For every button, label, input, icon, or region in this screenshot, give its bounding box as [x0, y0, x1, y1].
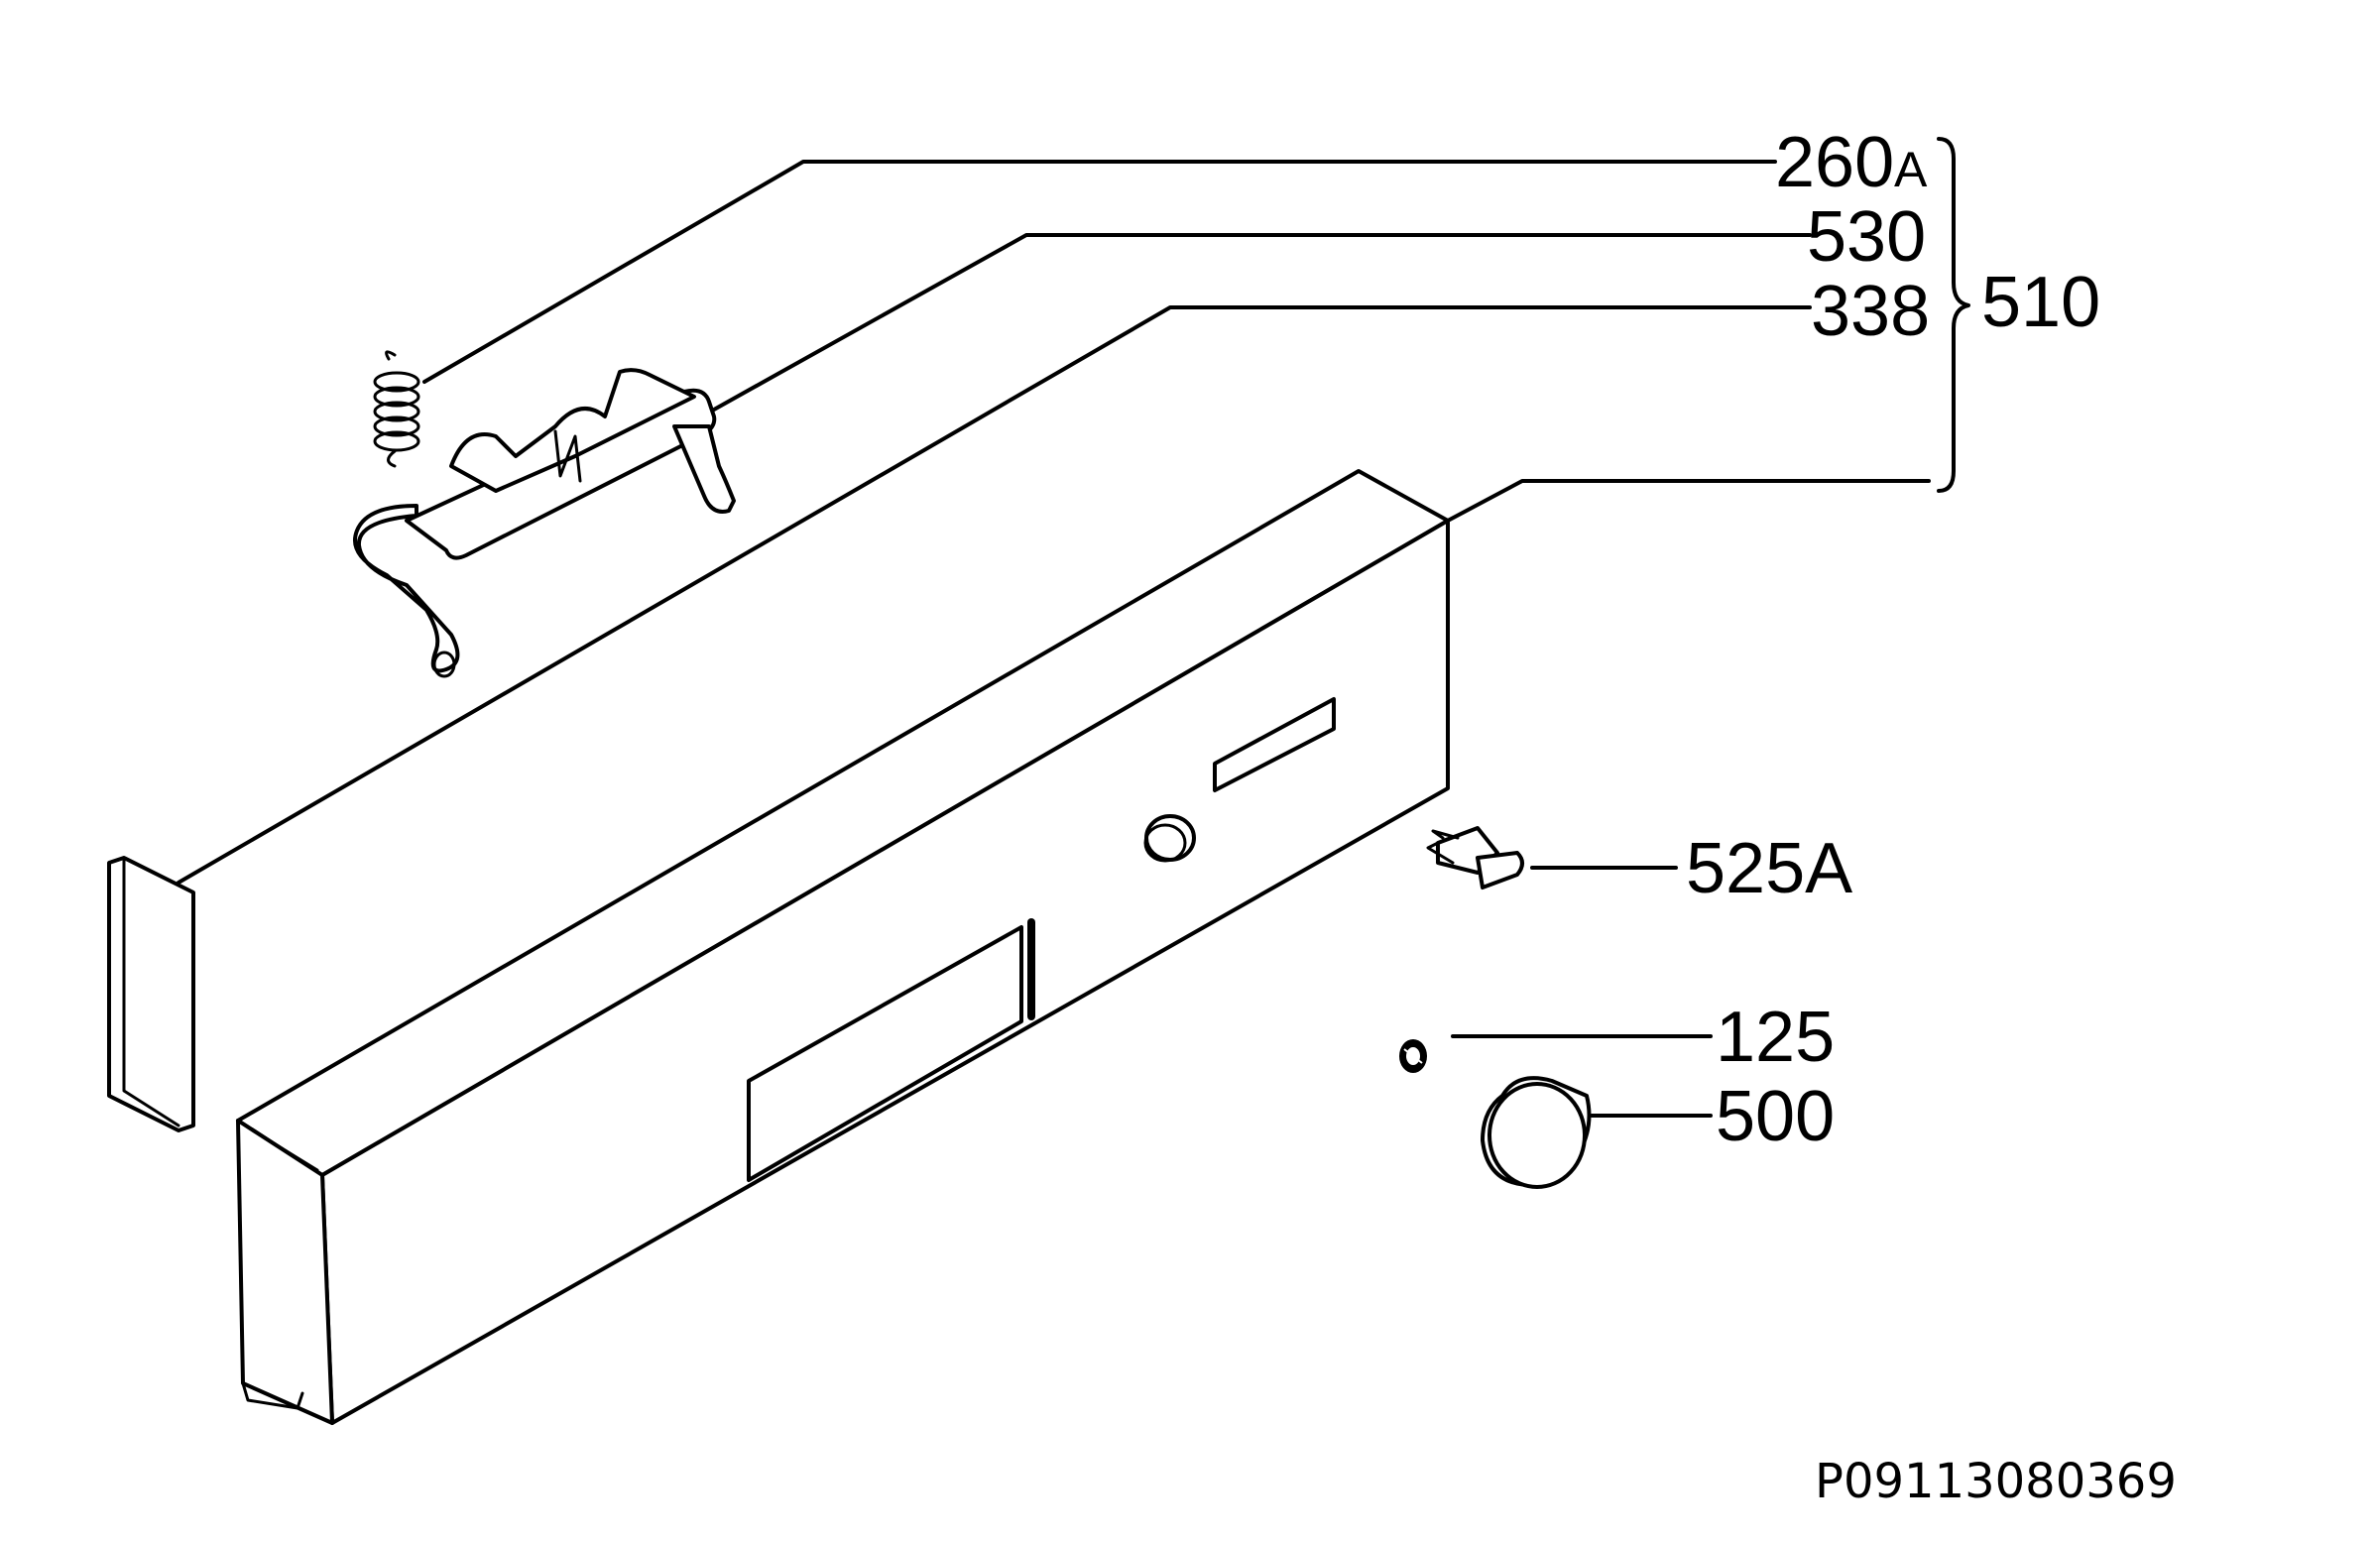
label-510: 510: [1981, 263, 2100, 342]
label-525a: 525A: [1686, 829, 1852, 908]
label-338: 338: [1811, 272, 1930, 351]
drawing-code: P09113080369: [1815, 1454, 2177, 1509]
end-cap-icon: [107, 856, 195, 1132]
leader-530: [712, 233, 1812, 412]
label-260: 260: [1775, 123, 1894, 202]
control-panel-icon: [236, 469, 1450, 1425]
push-button-icon: [1426, 826, 1524, 890]
leader-510-panel: [1446, 479, 1931, 523]
label-125: 125: [1716, 998, 1835, 1077]
spring-icon: [373, 350, 420, 468]
leader-lines: [177, 160, 1931, 1118]
label-260-suffix: A: [1894, 142, 1928, 197]
part-labels: 260 A 530 338 510 525A 125 500: [1686, 123, 2100, 1156]
knob-icon: [1481, 1076, 1592, 1189]
leader-338: [177, 305, 1812, 885]
leader-260a: [422, 160, 1777, 384]
label-530: 530: [1807, 197, 1926, 277]
label-500: 500: [1716, 1077, 1835, 1156]
small-spring-icon: [1399, 1039, 1427, 1073]
assembly-brace: [1937, 137, 1970, 493]
door-handle-icon: [353, 368, 736, 678]
